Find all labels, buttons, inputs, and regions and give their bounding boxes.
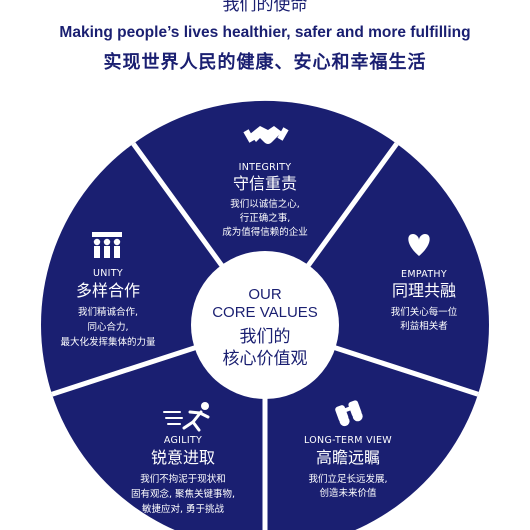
value-integrity: INTEGRITY 守信重责 我们以诚信之心, 行正确之事, 成为值得信赖的企业 [222,126,308,238]
unity-en: UNITY [93,268,123,279]
center-our: OUR [248,286,282,303]
binoculars-icon [335,400,363,427]
mission-chinese: 实现世界人民的健康、安心和幸福生活 [103,52,427,73]
center-core-values: CORE VALUES [212,304,318,321]
empathy-desc-1: 我们关心每一位 [391,306,458,318]
unity-desc-1: 我们精诚合作, [78,306,138,318]
unity-desc-2: 同心合力, [87,321,128,333]
group-people-icon [92,232,122,258]
agility-en: AGILITY [164,435,202,446]
empathy-desc-2: 利益相关者 [400,320,448,332]
agility-cn: 锐意进取 [151,448,215,467]
value-long-term-view: LONG-TERM VIEW 高瞻远瞩 我们立足长远发展, 创造未来价值 [304,400,392,499]
integrity-desc-1: 我们以诚信之心, [230,198,300,210]
integrity-desc-2: 行正确之事, [240,212,291,224]
empathy-cn: 同理共融 [392,281,456,300]
mission-title: 我们的使命 [222,0,308,15]
agility-desc-1: 我们不拘泥于现状和 [140,473,226,485]
long-term-view-en: LONG-TERM VIEW [304,435,392,446]
value-empathy: EMPATHY 同理共融 我们关心每一位 利益相关者 [391,234,458,332]
long-term-view-desc-2: 创造未来价值 [319,487,377,499]
unity-desc-3: 最大化发挥集体的力量 [60,336,156,348]
running-person-icon [163,402,210,432]
center-cn-line2: 核心价值观 [223,349,308,369]
long-term-view-cn: 高瞻远瞩 [316,448,380,467]
empathy-en: EMPATHY [401,269,447,280]
value-agility: AGILITY 锐意进取 我们不拘泥于现状和 固有观念, 聚焦关键事物, 敏捷应… [131,402,235,515]
unity-cn: 多样合作 [76,281,140,300]
integrity-en: INTEGRITY [239,162,292,173]
center-circle [191,251,339,399]
wheel-segments [41,100,489,530]
handshake-icon [243,126,289,144]
center-cn-line1: 我们的 [240,327,291,347]
heart-icon [408,234,430,256]
mission-english: Making people’s lives healthier, safer a… [59,24,471,41]
value-unity: UNITY 多样合作 我们精诚合作, 同心合力, 最大化发挥集体的力量 [60,232,156,348]
long-term-view-desc-1: 我们立足长远发展, [308,473,387,485]
integrity-cn: 守信重责 [233,174,297,193]
segment-integrity [133,100,397,326]
agility-desc-3: 敏捷应对, 勇于挑战 [142,503,225,515]
agility-desc-2: 固有观念, 聚焦关键事物, [131,488,235,500]
integrity-desc-3: 成为值得信赖的企业 [222,226,308,238]
